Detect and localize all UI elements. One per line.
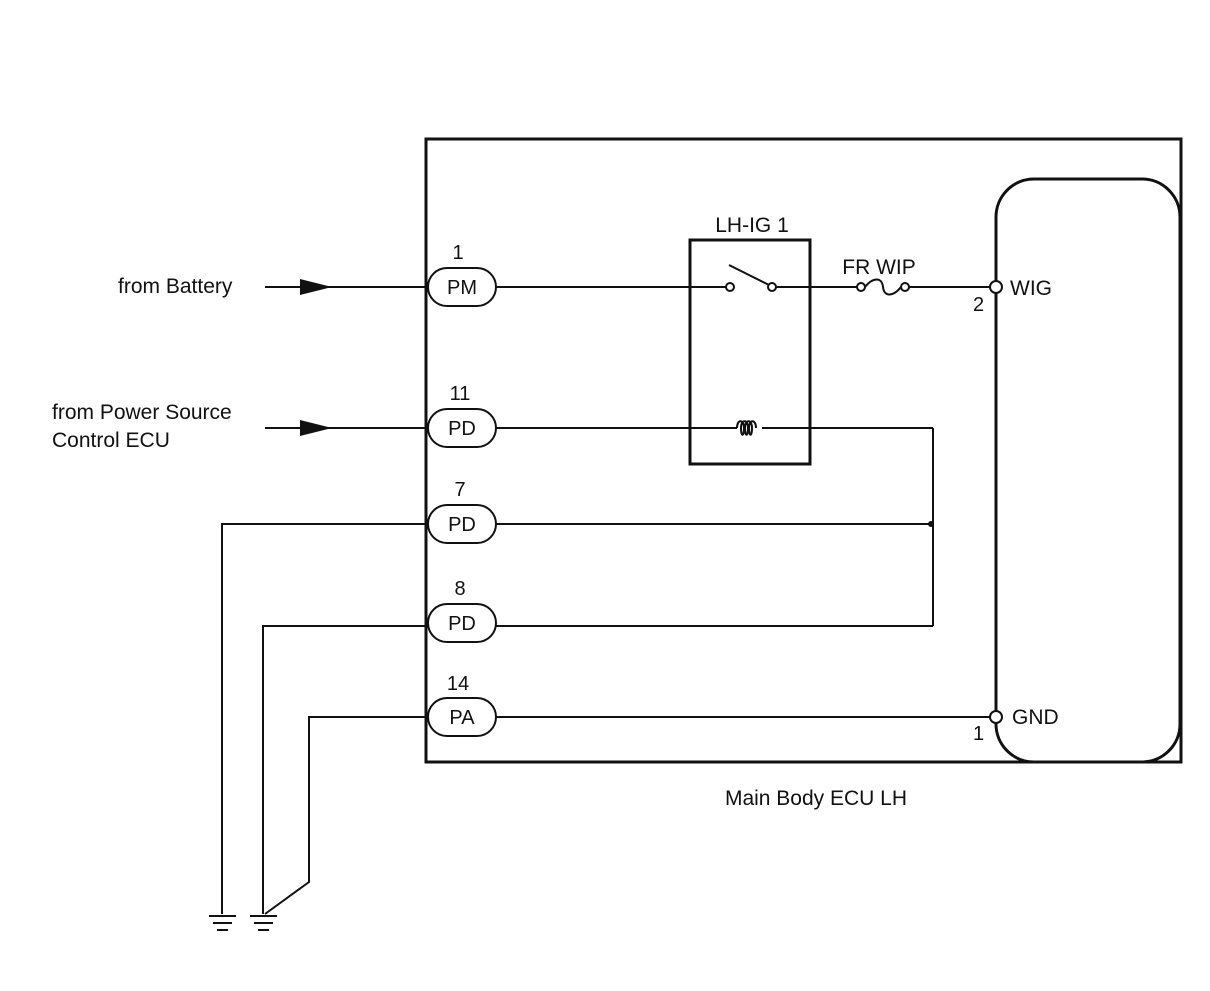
terminal-wig [989, 280, 1003, 294]
pin-pa-14: PA 14 [427, 673, 497, 737]
svg-text:11: 11 [450, 383, 471, 405]
power-source-label-line2: Control ECU [52, 429, 170, 452]
terminal-gnd [989, 710, 1003, 724]
ground-icon [209, 915, 236, 931]
pin-pm: PM 1 [427, 242, 497, 307]
terminal-gnd-number: 1 [973, 723, 984, 745]
svg-text:PD: PD [448, 613, 476, 635]
svg-text:7: 7 [454, 479, 465, 501]
pin-pd-8: PD 8 [427, 578, 497, 643]
relay-box [688, 238, 812, 466]
terminal-wig-label: WIG [1010, 277, 1052, 300]
battery-input-label: from Battery [118, 275, 233, 298]
inner-module [994, 177, 1182, 764]
power-source-arrow-icon [300, 420, 332, 436]
relay-label: LH-IG 1 [715, 214, 789, 237]
svg-text:PM: PM [447, 277, 477, 299]
svg-text:8: 8 [454, 578, 465, 600]
ground-icon [250, 915, 277, 931]
switch-contact-left [725, 282, 735, 292]
switch-icon [728, 264, 772, 287]
svg-text:PD: PD [448, 418, 476, 440]
svg-text:1: 1 [452, 242, 463, 264]
svg-text:PD: PD [448, 514, 476, 536]
terminal-gnd-label: GND [1012, 706, 1059, 729]
svg-text:14: 14 [447, 673, 469, 695]
svg-text:PA: PA [449, 707, 475, 729]
ecu-box [424, 137, 1183, 764]
pin-pd-7: PD 7 [427, 479, 497, 544]
ecu-label: Main Body ECU LH [725, 787, 907, 810]
relay-coil-icon [736, 420, 757, 436]
fuse-label: FR WIP [842, 256, 916, 279]
junction-dot [928, 521, 934, 527]
power-source-label-line1: from Power Source [52, 401, 232, 424]
terminal-wig-number: 2 [973, 294, 984, 316]
pin-pd-11: PD 11 [427, 383, 497, 448]
fuse-icon [864, 278, 902, 296]
switch-contact-right [767, 282, 777, 292]
battery-arrow-icon [300, 279, 332, 295]
